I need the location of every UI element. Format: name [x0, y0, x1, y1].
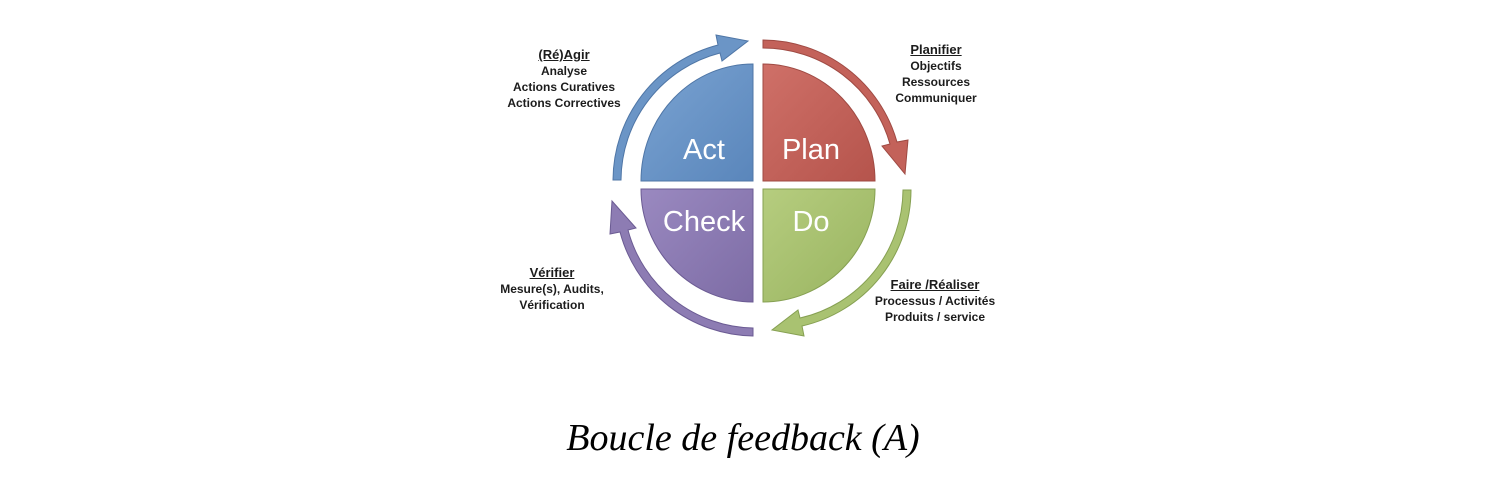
check-arrow [609, 199, 754, 337]
check-note: Vérifier Mesure(s), Audits, Vérification [490, 264, 614, 313]
do-quadrant [762, 188, 876, 303]
act-note-line: Actions Curatives [512, 80, 616, 94]
plan-note-title: Planifier [910, 42, 962, 57]
do-label: Do [792, 206, 829, 238]
plan-label: Plan [782, 134, 840, 166]
plan-note-line: Ressources [901, 75, 971, 89]
act-arrow [612, 34, 750, 181]
act-note-line: Actions Correctives [507, 96, 621, 110]
check-note-line: Mesure(s), Audits, [500, 282, 604, 296]
pdca-diagram: Act Plan Check Do [609, 34, 912, 337]
act-quadrant [640, 63, 754, 182]
plan-note: Planifier Objectifs Ressources Communiqu… [866, 41, 1006, 106]
plan-note-line: Objectifs [910, 59, 962, 73]
do-note-line: Produits / service [884, 310, 986, 324]
check-label: Check [663, 206, 746, 238]
figure-caption: Boucle de feedback (A) [566, 417, 920, 459]
act-note: (Ré)Agir Analyse Actions Curatives Actio… [482, 46, 646, 111]
check-note-line: Vérification [519, 298, 585, 312]
plan-note-line: Communiquer [895, 91, 977, 105]
plan-quadrant [762, 63, 876, 182]
do-arrow [770, 189, 912, 337]
check-note-title: Vérifier [529, 265, 575, 280]
do-note-line: Processus / Activités [874, 294, 996, 308]
check-quadrant [640, 188, 754, 303]
do-note-title: Faire /Réaliser [890, 277, 980, 292]
plan-arrow [762, 39, 909, 176]
act-note-line: Analyse [540, 64, 588, 78]
act-note-title: (Ré)Agir [538, 47, 590, 62]
act-label: Act [683, 134, 725, 166]
do-note: Faire /Réaliser Processus / Activités Pr… [850, 276, 1020, 325]
